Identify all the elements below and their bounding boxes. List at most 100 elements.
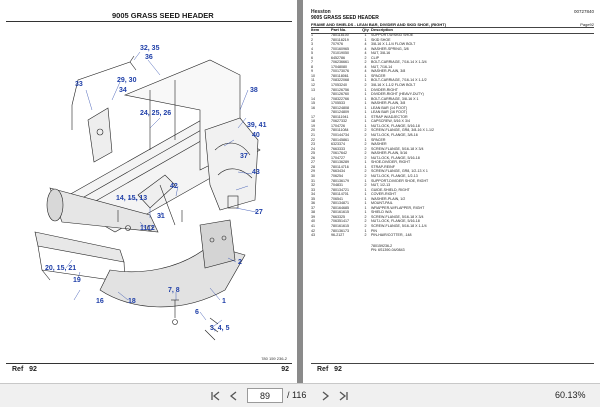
callout-34: 34 — [119, 87, 127, 94]
description-cell: SCREW-FLANGE, 5/16-18 X 3/4 — [371, 214, 424, 219]
right-page-parts-list: Hesston 00727840 9005 GRASS SEED HEADER … — [303, 0, 600, 383]
description-cell: BOLT-CARRIAGE, 3/8-16 X 1 — [371, 96, 419, 101]
item-cell: 40 — [311, 219, 315, 224]
last-page-icon[interactable] — [337, 389, 351, 403]
qty-cell: 1 — [364, 78, 367, 83]
page-number-input[interactable] — [247, 388, 283, 403]
part-number-cell: 780145861 — [331, 137, 349, 142]
qty-cell: 2 — [364, 155, 367, 160]
qty-cell: 1 — [364, 187, 367, 192]
part-number-cell: 780136289 — [331, 160, 349, 165]
parts-list-title: 9005 GRASS SEED HEADER — [311, 15, 379, 21]
item-cell: 43 — [311, 233, 315, 238]
description-cell: NUT, 1/2-13 — [371, 183, 391, 188]
item-cell: 16 — [311, 105, 315, 110]
item-cell: 29 — [311, 169, 315, 174]
callout-18: 18 — [128, 298, 136, 305]
part-number-cell: 7663325 — [331, 214, 345, 219]
part-number-cell: 706254 — [331, 173, 343, 178]
header-qty: Qty — [362, 27, 369, 32]
description-cell: NUT-LOCK, FLANGE, 5/16-18 — [371, 155, 420, 160]
item-cell: 1 — [311, 33, 313, 37]
part-number-cell: 780118100 — [331, 33, 349, 37]
callout-43: 43 — [252, 169, 260, 176]
callout-20-15-21: 20, 15, 21 — [45, 265, 76, 272]
part-number-cell: 96-2127 — [331, 233, 345, 238]
part-number-cell: 780111084 — [331, 128, 349, 133]
item-cell: 5 — [311, 51, 313, 56]
qty-cell: 2 — [364, 55, 367, 60]
description-cell: CAPSCREW, 5/16 X 3/4 — [371, 119, 410, 124]
part-number-cell: 6323374 — [331, 142, 345, 147]
item-cell: 9 — [311, 69, 313, 74]
part-number-cell: 780134721 — [331, 187, 349, 192]
qty-cell: 1 — [364, 228, 367, 233]
qty-cell: 2 — [364, 142, 367, 147]
description-cell: LEAN BAR (14 FOOT) — [371, 105, 408, 110]
item-cell: 41 — [311, 223, 315, 228]
table-header: Item Part No. Qty Description — [311, 27, 594, 33]
next-page-icon[interactable] — [318, 389, 332, 403]
item-cell: 37 — [311, 205, 315, 210]
part-number-cell: 780118061 — [331, 73, 349, 78]
description-cell: NUT-LOCK, FLANGE, 5/16-18 — [371, 123, 420, 128]
parts-diagram: 32, 35 36 33 29, 30 34 24, 25, 26 39, 41… — [34, 45, 267, 341]
part-number-cell: 780136173 — [331, 228, 349, 233]
part-number-cell: 780111941 — [331, 114, 349, 119]
description-cell: WASHER-PLAIN, 1/2 — [371, 196, 406, 201]
part-number-cell: 708322766 — [331, 96, 349, 101]
description-cell: BOLT-CARRIAGE, 7/16-14 X 1-1/2 — [371, 78, 427, 83]
description-cell: STRAP W/ADJECTOR — [371, 114, 408, 119]
description-cell: SCREW-FLANGE, 5/16-18 X 3/4 — [371, 146, 424, 151]
zoom-level[interactable]: 60.13% — [555, 390, 586, 400]
item-cell: 36 — [311, 201, 315, 206]
right-footer-rule — [311, 363, 594, 364]
document-number: 00727840 — [573, 9, 594, 14]
part-number-cell: 17048080 — [331, 64, 347, 69]
description-cell: SPACER — [371, 137, 386, 142]
part-number-cell: 706541 — [331, 196, 343, 201]
item-cell: 25 — [311, 151, 315, 156]
description-cell: NUT, 7/16-14 — [371, 64, 393, 69]
qty-cell: 1 — [364, 205, 367, 210]
description-cell: NUT, 3/8-16 — [371, 51, 391, 56]
title-rule — [6, 21, 292, 22]
footer-ref-number: 92 — [29, 366, 37, 373]
part-number-cell: 780164685 — [331, 205, 349, 210]
prev-page-icon[interactable] — [227, 389, 241, 403]
first-page-icon[interactable] — [208, 389, 222, 403]
part-number-cell: 706351417 — [331, 219, 349, 224]
callout-38: 38 — [250, 87, 258, 94]
description-cell: COVER-RIGHT — [371, 192, 397, 197]
description-cell: DIVIDER-RIGHT — [371, 87, 398, 92]
item-cell: 24 — [311, 146, 315, 151]
qty-cell: 2 — [364, 219, 367, 224]
callout-19: 19 — [73, 277, 81, 284]
right-footer-ref-label: Ref — [317, 366, 329, 373]
item-cell: 22 — [311, 137, 315, 142]
item-cell: 27 — [311, 160, 315, 165]
description-cell: NUT-LOCK, FLANGE, 1/2-13 — [371, 173, 418, 178]
part-number-cell: 700144734 — [331, 133, 349, 138]
description-cell: STRAP-REINF — [371, 164, 395, 169]
qty-cell: 2 — [364, 183, 367, 188]
